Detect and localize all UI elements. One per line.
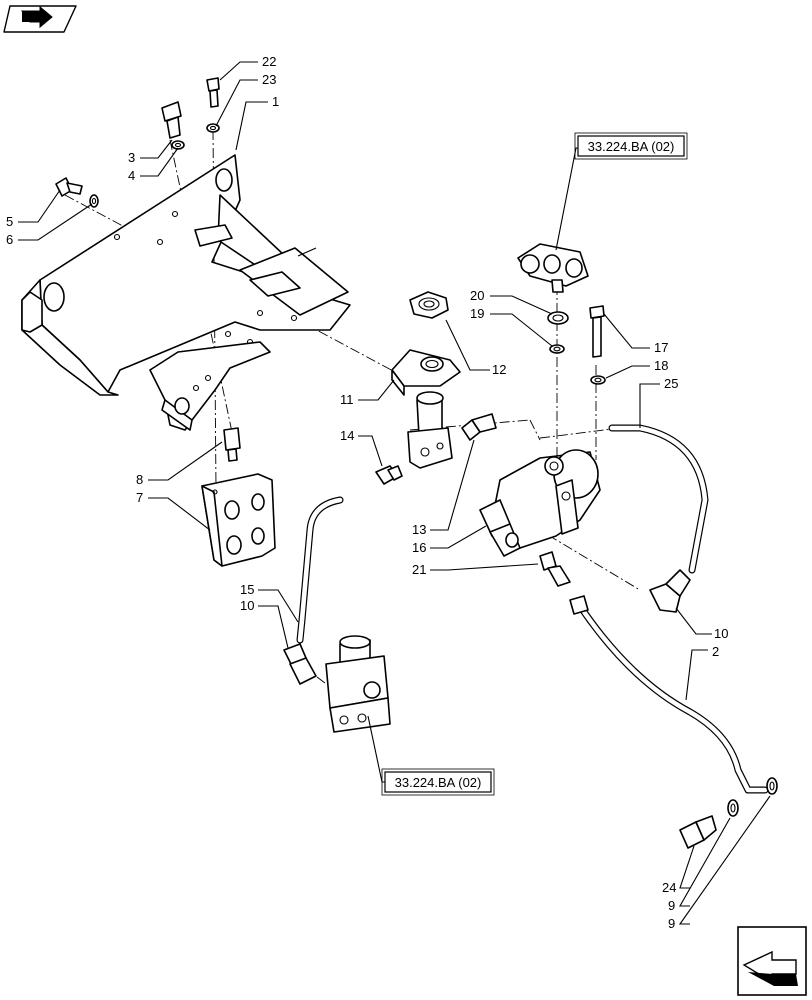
- callout-labels: 1 2 3 4 5 6 7 8 9 9 10 10 11 12 13 14 15…: [6, 54, 728, 931]
- bolt-17: [589, 305, 605, 358]
- callout-18: 18: [654, 358, 668, 373]
- bracket-frame: [21, 154, 351, 431]
- callout-10-right: 10: [714, 626, 728, 641]
- washer-23: [206, 123, 220, 133]
- callout-20: 20: [470, 288, 484, 303]
- bolt-22: [206, 77, 220, 108]
- reference-box-bottom[interactable]: 33.224.BA (02): [381, 768, 495, 796]
- callout-1: 1: [272, 94, 279, 109]
- seal-ring-19: [549, 344, 565, 354]
- callout-12: 12: [492, 362, 506, 377]
- spacer-8: [223, 427, 241, 462]
- callout-11: 11: [340, 392, 354, 407]
- reference-label-top: 33.224.BA (02): [588, 139, 675, 154]
- washer-6: [89, 194, 99, 208]
- elbow-fitting-10-left: [283, 643, 317, 685]
- lock-nut-12: [409, 291, 449, 319]
- callout-16: 16: [412, 540, 426, 555]
- reference-box-top[interactable]: 33.224.BA (02): [574, 132, 688, 160]
- callout-13: 13: [412, 522, 426, 537]
- callout-9-outer: 9: [668, 916, 675, 931]
- solenoid-valve-ref: [325, 635, 391, 733]
- callout-5: 5: [6, 214, 13, 229]
- callout-7: 7: [136, 490, 143, 505]
- callout-24: 24: [662, 880, 676, 895]
- page-back-arrow-icon[interactable]: [3, 5, 77, 33]
- callout-23: 23: [262, 72, 276, 87]
- seal-washer-9-outer: [766, 777, 778, 795]
- callout-17: 17: [654, 340, 668, 355]
- washer-18: [590, 375, 606, 385]
- callout-15: 15: [240, 582, 254, 597]
- fitting-14: [375, 465, 403, 485]
- elbow-fitting-13: [461, 413, 497, 441]
- adapter-20: [547, 311, 569, 325]
- callout-25: 25: [664, 376, 678, 391]
- valve-body-16: [479, 449, 601, 557]
- bolt-3: [161, 101, 182, 139]
- callout-2: 2: [712, 644, 719, 659]
- tube-15: [296, 496, 344, 644]
- callout-9-inner: 9: [668, 898, 675, 913]
- callout-6: 6: [6, 232, 13, 247]
- tee-fitting-ref: [517, 243, 589, 293]
- seal-washer-9-inner: [727, 799, 739, 817]
- elbow-fitting-10-right: [649, 569, 691, 613]
- callout-4: 4: [128, 168, 135, 183]
- banjo-bolt-24: [679, 815, 717, 849]
- leader-lines: [18, 61, 771, 925]
- mounting-plate-7: [201, 473, 276, 567]
- callout-14: 14: [340, 428, 354, 443]
- callout-19: 19: [470, 306, 484, 321]
- washer-4: [171, 140, 185, 150]
- callout-22: 22: [262, 54, 276, 69]
- callout-8: 8: [136, 472, 143, 487]
- callout-3: 3: [128, 150, 135, 165]
- bolt-5: [55, 177, 83, 197]
- tube-2: [569, 595, 769, 794]
- page-forward-arrow-icon[interactable]: [737, 926, 807, 996]
- callout-10-left: 10: [240, 598, 254, 613]
- pressure-regulator-valve: [407, 391, 453, 469]
- valve-bracket-11: [391, 349, 461, 396]
- callout-21: 21: [412, 562, 426, 577]
- reference-label-bottom: 33.224.BA (02): [395, 775, 482, 790]
- elbow-fitting-21: [539, 551, 571, 587]
- tube-25: [608, 424, 709, 574]
